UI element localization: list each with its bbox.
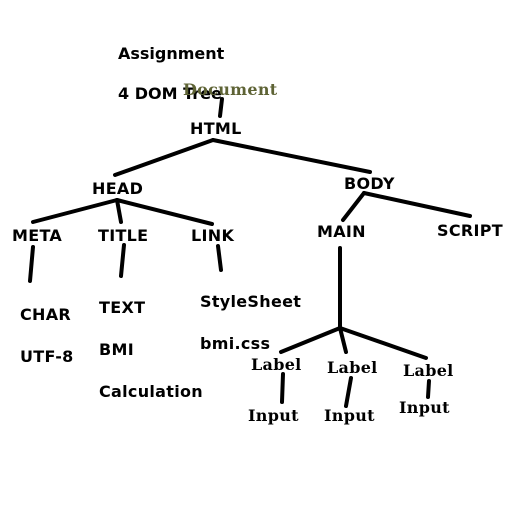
edge-meta-char (28, 245, 35, 283)
title-text-line-3: Calculation (99, 382, 203, 401)
node-main: MAIN (317, 222, 366, 241)
edge-hub-label2 (338, 326, 348, 354)
meta-charset-line-1: CHAR (20, 305, 72, 324)
edge-head-meta (31, 198, 119, 224)
edge-hub-label1 (279, 326, 342, 354)
edge-head-title (115, 198, 123, 224)
node-meta: META (12, 226, 63, 245)
title-text-line-2: BMI (99, 340, 134, 359)
title-line-2: 4 DOM Tree (118, 84, 222, 103)
node-label-1: Label (251, 355, 302, 374)
edge-body-script (362, 191, 472, 218)
node-input-2: Input (324, 406, 375, 425)
node-html: HTML (190, 119, 242, 138)
node-script: SCRIPT (437, 221, 503, 240)
node-link: LINK (191, 226, 235, 245)
node-meta-charset: CHAR UTF-8 (20, 283, 74, 367)
edge-html-head (113, 138, 215, 177)
link-stylesheet-line-2: bmi.css (200, 334, 271, 353)
edge-label2-input2 (344, 376, 353, 408)
node-label-2: Label (327, 358, 378, 377)
node-document: Document (183, 80, 278, 99)
node-body: BODY (344, 174, 395, 193)
edge-hub-label3 (338, 326, 428, 360)
title-text-line-1: TEXT (99, 298, 146, 317)
title-line-1: Assignment (118, 44, 225, 63)
edge-title-text (119, 243, 126, 278)
node-label-3: Label (403, 361, 454, 380)
node-head: HEAD (92, 179, 144, 198)
node-input-1: Input (248, 406, 299, 425)
node-title: TITLE (98, 226, 149, 245)
node-input-3: Input (399, 398, 450, 417)
edge-document-html (218, 97, 224, 118)
meta-charset-line-2: UTF-8 (20, 347, 74, 366)
edge-label3-input3 (426, 379, 431, 399)
edge-label1-input1 (280, 372, 285, 404)
edge-link-stylesheet (216, 244, 223, 272)
diagram-title: Assignment 4 DOM Tree (118, 24, 224, 104)
edge-html-body (211, 138, 372, 174)
node-link-stylesheet: StyleSheet bmi.css (200, 270, 301, 354)
link-stylesheet-line-1: StyleSheet (200, 292, 302, 311)
node-title-text: TEXT BMI Calculation (99, 276, 203, 402)
edge-head-link (115, 198, 214, 226)
edge-body-main (341, 191, 366, 222)
